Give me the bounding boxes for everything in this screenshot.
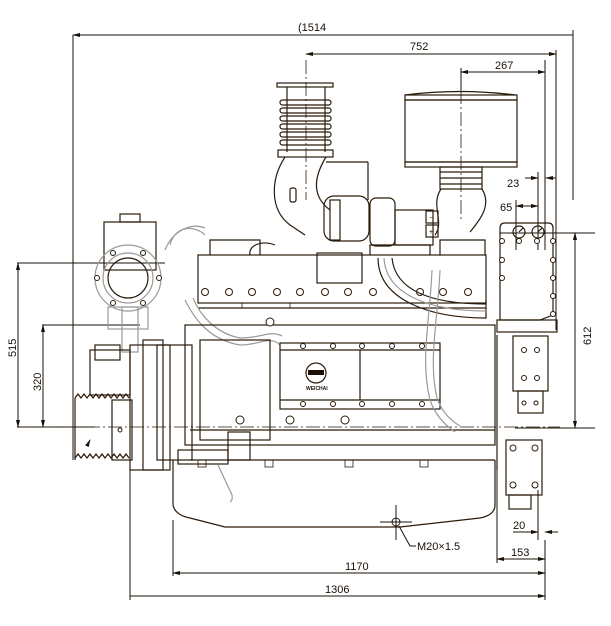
dim-label-23: 23 xyxy=(507,178,519,190)
air-filter xyxy=(404,90,518,236)
dim-label-20: 20 xyxy=(513,520,525,532)
dipstick-tube xyxy=(425,269,456,433)
dim-label-612: 612 xyxy=(582,327,594,345)
dimension-1306: 1306 xyxy=(129,470,546,600)
dim-label-153: 153 xyxy=(511,547,529,559)
oil-pan: M20×1.5 xyxy=(172,431,496,553)
dimension-20: 20 xyxy=(513,490,558,540)
crank-pulley xyxy=(74,339,229,471)
instrument-panel xyxy=(496,222,558,333)
dim-label-752: 752 xyxy=(410,41,428,53)
dimension-320: 320 xyxy=(32,324,140,428)
svg-text:+: + xyxy=(429,229,433,236)
dim-label-515: 515 xyxy=(7,339,19,357)
cylinder-head xyxy=(197,239,487,309)
block-bolts xyxy=(235,317,425,425)
drain-plug-label: M20×1.5 xyxy=(417,541,460,553)
raw-water-pump xyxy=(94,213,162,353)
turbocharger: − + xyxy=(323,195,439,247)
weichai-logo: WEICHAI xyxy=(305,362,328,392)
dim-label-1306: 1306 xyxy=(325,584,349,596)
dimension-overall-top: (1514 xyxy=(72,22,574,200)
svg-text:−: − xyxy=(429,215,433,222)
dim-label-1514: (1514 xyxy=(298,22,326,34)
dimension-612: 612 xyxy=(500,232,595,429)
mounting-bracket-right xyxy=(496,335,549,470)
dimension-23: 23 xyxy=(507,172,556,250)
exhaust-bellows xyxy=(273,82,369,236)
dim-label-65: 65 xyxy=(500,202,512,214)
dimension-752: 752 xyxy=(305,41,557,330)
dim-label-320: 320 xyxy=(32,373,44,391)
dim-label-267: 267 xyxy=(495,60,513,72)
dimension-65: 65 xyxy=(500,200,539,250)
intake-pipe xyxy=(377,257,487,319)
dim-label-1170: 1170 xyxy=(345,561,369,573)
dimension-153: 153 xyxy=(496,470,546,563)
engine-block: WEICHAI xyxy=(184,317,496,446)
head-bolts xyxy=(201,288,472,296)
starter-motor xyxy=(505,439,543,510)
dimension-267: 267 xyxy=(460,60,546,250)
svg-text:WEICHAI: WEICHAI xyxy=(306,386,328,392)
dimension-1170: 1170 xyxy=(172,520,546,600)
coolant-hose xyxy=(169,227,206,246)
